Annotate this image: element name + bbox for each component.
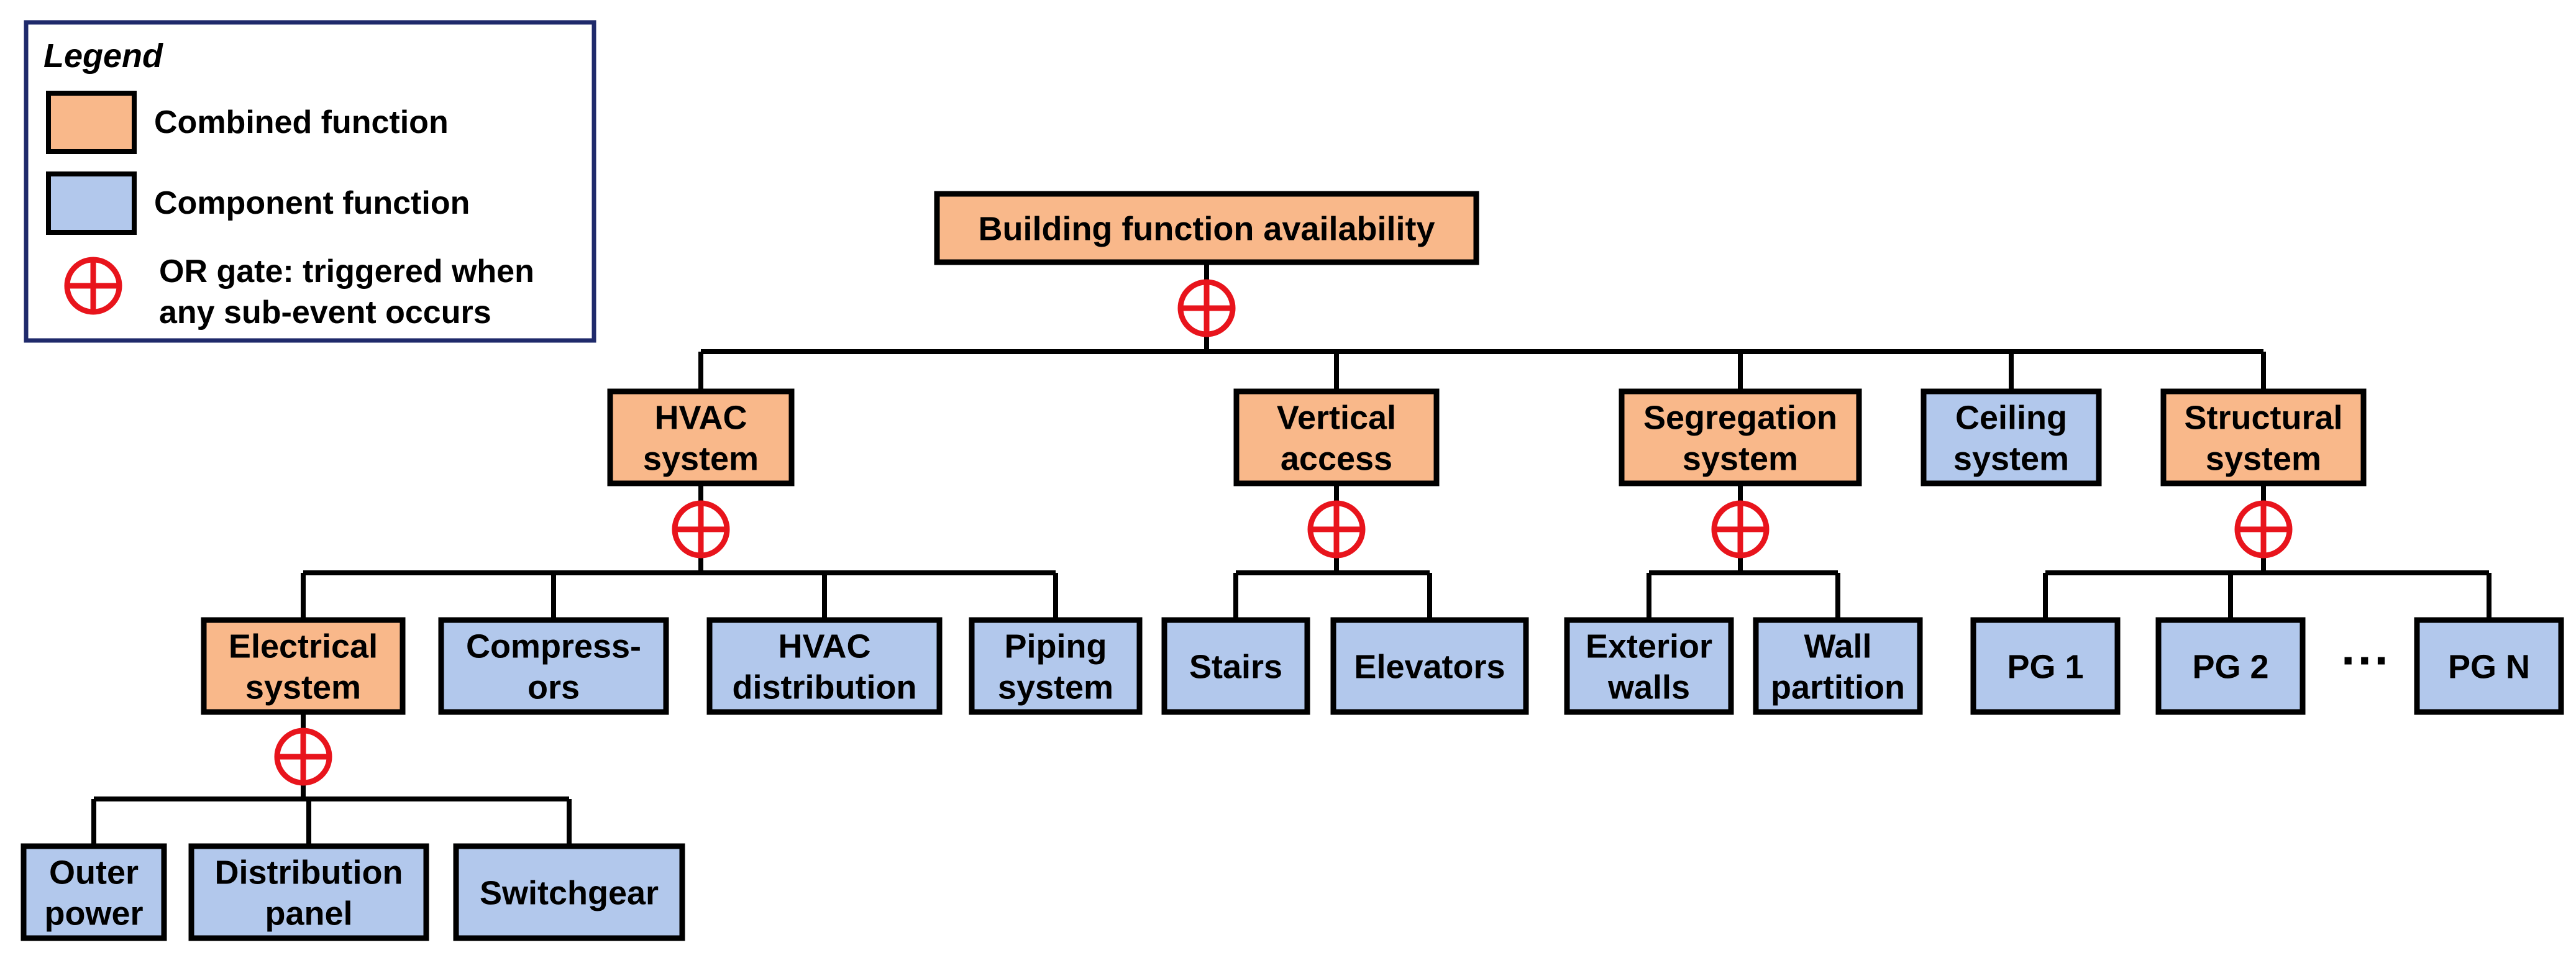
node-label: Building function availability [978,210,1435,247]
node-box [1161,617,1310,715]
node-hvac-dist: HVAC distribution [706,617,943,715]
node-label: system [1683,440,1798,477]
node-box [438,617,669,715]
node-pgn: PG N [2414,617,2564,715]
node-label: access [1281,440,1392,477]
node-label: Switchgear [480,874,659,911]
node-label: partition [1771,669,1905,706]
node-outer-power: Outer power [21,843,167,941]
node-label: system [2206,440,2321,477]
legend: Legend Combined function Component funct… [24,20,596,343]
node-label: Piping [1005,628,1107,665]
node-box [453,843,685,941]
node-box [934,191,1479,265]
node-label: system [998,669,1113,706]
node-ceiling: Ceiling system [1921,388,2102,486]
node-label: Segregation [1643,399,1837,436]
legend-combined-label: Combined function [154,104,449,140]
node-box [969,617,1143,715]
legend-title: Legend [43,37,163,75]
node-label: panel [265,895,352,932]
node-label: system [643,440,759,477]
legend-gate-line2: any sub-event occurs [159,294,491,331]
node-box [1921,388,2102,486]
connector-lines [91,262,2492,846]
node-electrical: Electrical system [201,617,406,715]
node-label: Outer [49,854,139,891]
node-label: Vertical [1277,399,1396,436]
node-label: PG 2 [2192,648,2268,685]
node-vertical: Vertical access [1233,388,1440,486]
or-gate-icon [1177,279,1236,337]
node-structural: Structural system [2160,388,2367,486]
node-hvac: HVAC system [607,388,795,486]
node-compressors: Compress-ors [438,617,669,715]
node-label: Ceiling [1955,399,2067,436]
node-box [706,617,943,715]
node-label: PG N [2448,648,2530,685]
node-box [1619,388,1862,486]
node-root: Building function availability [934,191,1479,265]
node-label: Elevators [1354,648,1505,685]
node-elevators: Elevators [1330,617,1529,715]
node-pg2: PG 2 [2155,617,2306,715]
node-label: Stairs [1189,648,1282,685]
node-ext-walls: Exterior walls [1564,617,1734,715]
or-gate-icon [274,728,332,786]
node-label: Electrical [229,628,378,665]
node-stairs: Stairs [1161,617,1310,715]
node-box [1564,617,1734,715]
node-label: HVAC [654,399,747,436]
node-pg1: PG 1 [1970,617,2121,715]
node-label: walls [1607,669,1690,706]
node-box [21,843,167,941]
or-gate-icon [1711,500,1770,559]
node-label: HVAC [778,628,870,665]
legend-gate-line1: OR gate: triggered when [159,253,534,290]
node-segregation: Segregation system [1619,388,1862,486]
node-box [1970,617,2121,715]
or-gate-icon [672,500,730,559]
node-label: PG 1 [2007,648,2083,685]
node-dist-panel: Distribution panel [188,843,429,941]
node-label: system [245,669,361,706]
node-box [1330,617,1529,715]
ellipsis: ··· [2341,632,2391,688]
node-label: Exterior [1586,628,1712,665]
node-box [188,843,429,941]
legend-component-label: Component function [154,185,470,221]
node-box [2155,617,2306,715]
node-box [201,617,406,715]
or-gates [274,279,2293,786]
node-box [2414,617,2564,715]
node-box [1233,388,1440,486]
node-label: Wall [1804,628,1871,665]
node-switchgear: Switchgear [453,843,685,941]
or-gate-icon [64,257,122,315]
legend-swatch-component [46,171,137,235]
node-label: power [44,895,143,932]
node-box [2160,388,2367,486]
node-wall-part: Wall partition [1753,617,1923,715]
or-gate-icon [1307,500,1366,559]
legend-swatch-combined [46,91,137,154]
node-label: Compress- [466,628,641,665]
node-label: system [1953,440,2069,477]
node-label: ors [528,669,580,706]
node-label: Distribution [215,854,403,891]
node-box [1753,617,1923,715]
node-box [607,388,795,486]
or-gate-icon [2234,500,2293,559]
node-label: distribution [733,669,917,706]
node-piping: Piping system [969,617,1143,715]
node-label: Structural [2184,399,2342,436]
